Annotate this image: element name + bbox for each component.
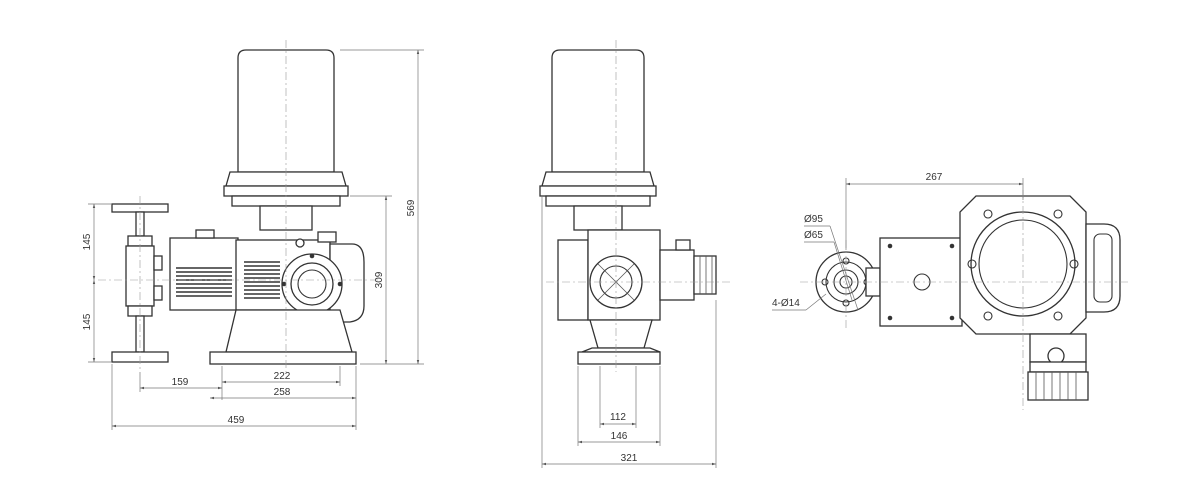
top-dimensions: 267 Ø95 Ø65 4-Ø14 bbox=[772, 172, 1024, 311]
front-view bbox=[98, 40, 380, 372]
dim-base-outer: 258 bbox=[274, 387, 291, 398]
dim-height-total: 569 bbox=[406, 199, 417, 216]
dim-upper-flange: 145 bbox=[82, 233, 93, 250]
dim-top-length: 267 bbox=[926, 172, 943, 183]
side-view bbox=[539, 40, 730, 372]
front-cooling-fins bbox=[176, 261, 280, 299]
dim-lower-flange: 145 bbox=[82, 313, 93, 330]
front-base bbox=[209, 309, 357, 365]
dim-bolt-holes: 4-Ø14 bbox=[772, 298, 800, 309]
top-motor-housing bbox=[959, 195, 1121, 335]
side-motor bbox=[539, 49, 657, 231]
top-view bbox=[800, 190, 1130, 410]
dim-flange-inner: Ø65 bbox=[804, 230, 823, 241]
dim-side-base-inner: 112 bbox=[610, 412, 626, 423]
dim-height-lower: 309 bbox=[374, 271, 385, 288]
side-dimensions: 112 146 321 bbox=[541, 196, 717, 468]
front-gearbox bbox=[169, 229, 365, 323]
top-valve-bottom bbox=[1027, 333, 1089, 401]
side-pump-head bbox=[557, 229, 717, 349]
side-base bbox=[577, 347, 661, 365]
dim-offset: 159 bbox=[172, 377, 189, 388]
dim-side-total-width: 321 bbox=[621, 453, 638, 464]
dim-base-inner: 222 bbox=[274, 371, 291, 382]
dim-side-base-outer: 146 bbox=[611, 431, 628, 442]
dim-flange-outer: Ø95 bbox=[804, 214, 823, 225]
dim-total-width: 459 bbox=[228, 415, 245, 426]
front-dimensions: 569 309 145 145 159 222 258 459 bbox=[82, 49, 424, 430]
